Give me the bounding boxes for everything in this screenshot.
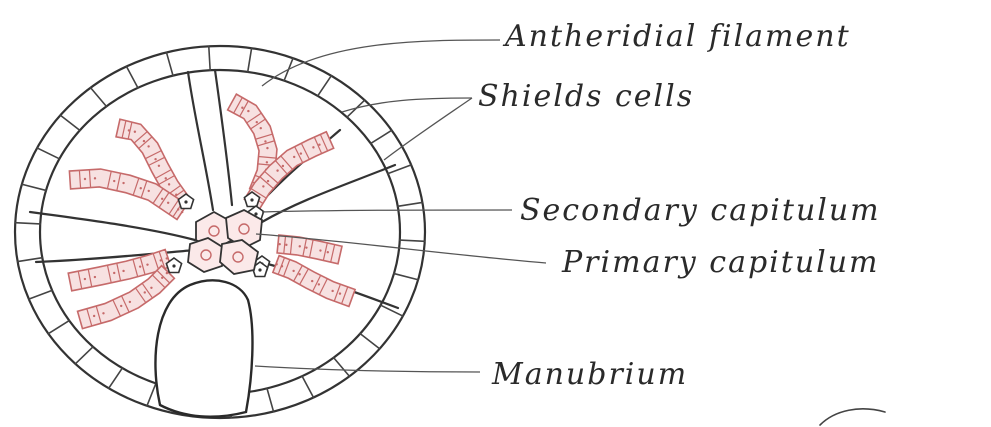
label-primary-capitulum: Primary capitulum [561,245,880,280]
wall-cell-divider [75,347,93,364]
wall-cell-divider [302,376,313,397]
wall-cell-divider [398,202,423,206]
wall-cell-divider [381,305,403,316]
primary-capitulum [188,210,262,274]
wall-cell-divider [209,46,210,70]
manubrium-cell [155,280,252,416]
secondary-capitulum-nucleus [258,268,261,271]
wall-cell-divider [394,274,418,280]
secondary-capitulum-nucleus [184,200,187,203]
wall-cell-divider [166,52,173,75]
wall-cell-divider [248,48,252,72]
wall-cell-divider [109,368,123,388]
wall-cell-divider [267,388,274,411]
wall-cell-divider [127,66,138,87]
wall-cell-divider [91,88,107,107]
wall-cell-divider [29,290,52,299]
pen-mark [820,409,885,425]
wall-cell-divider [15,223,40,224]
wall-cell-divider [400,240,425,241]
secondary-capitulum-nucleus [250,198,253,201]
wall-cell-divider [147,383,156,405]
wall-cell-divider [37,148,59,159]
antheridial-filament [273,256,355,307]
wall-cell-divider [360,334,379,349]
wall-cell-divider [334,358,350,377]
wall-cell-divider [60,115,79,130]
label-manubrium: Manubrium [491,357,688,392]
wall-cell-divider [371,130,392,143]
label-antheridial-filament: Antheridial filament [502,19,851,54]
label-secondary-capitulum: Secondary capitulum [520,193,881,228]
wall-cell-divider [22,184,46,190]
secondary-capitulum-nucleus [172,264,175,267]
wall-cell-divider [48,321,69,334]
label-shield-cells: Shields cells [478,79,694,114]
wall-cell-divider [318,76,332,96]
